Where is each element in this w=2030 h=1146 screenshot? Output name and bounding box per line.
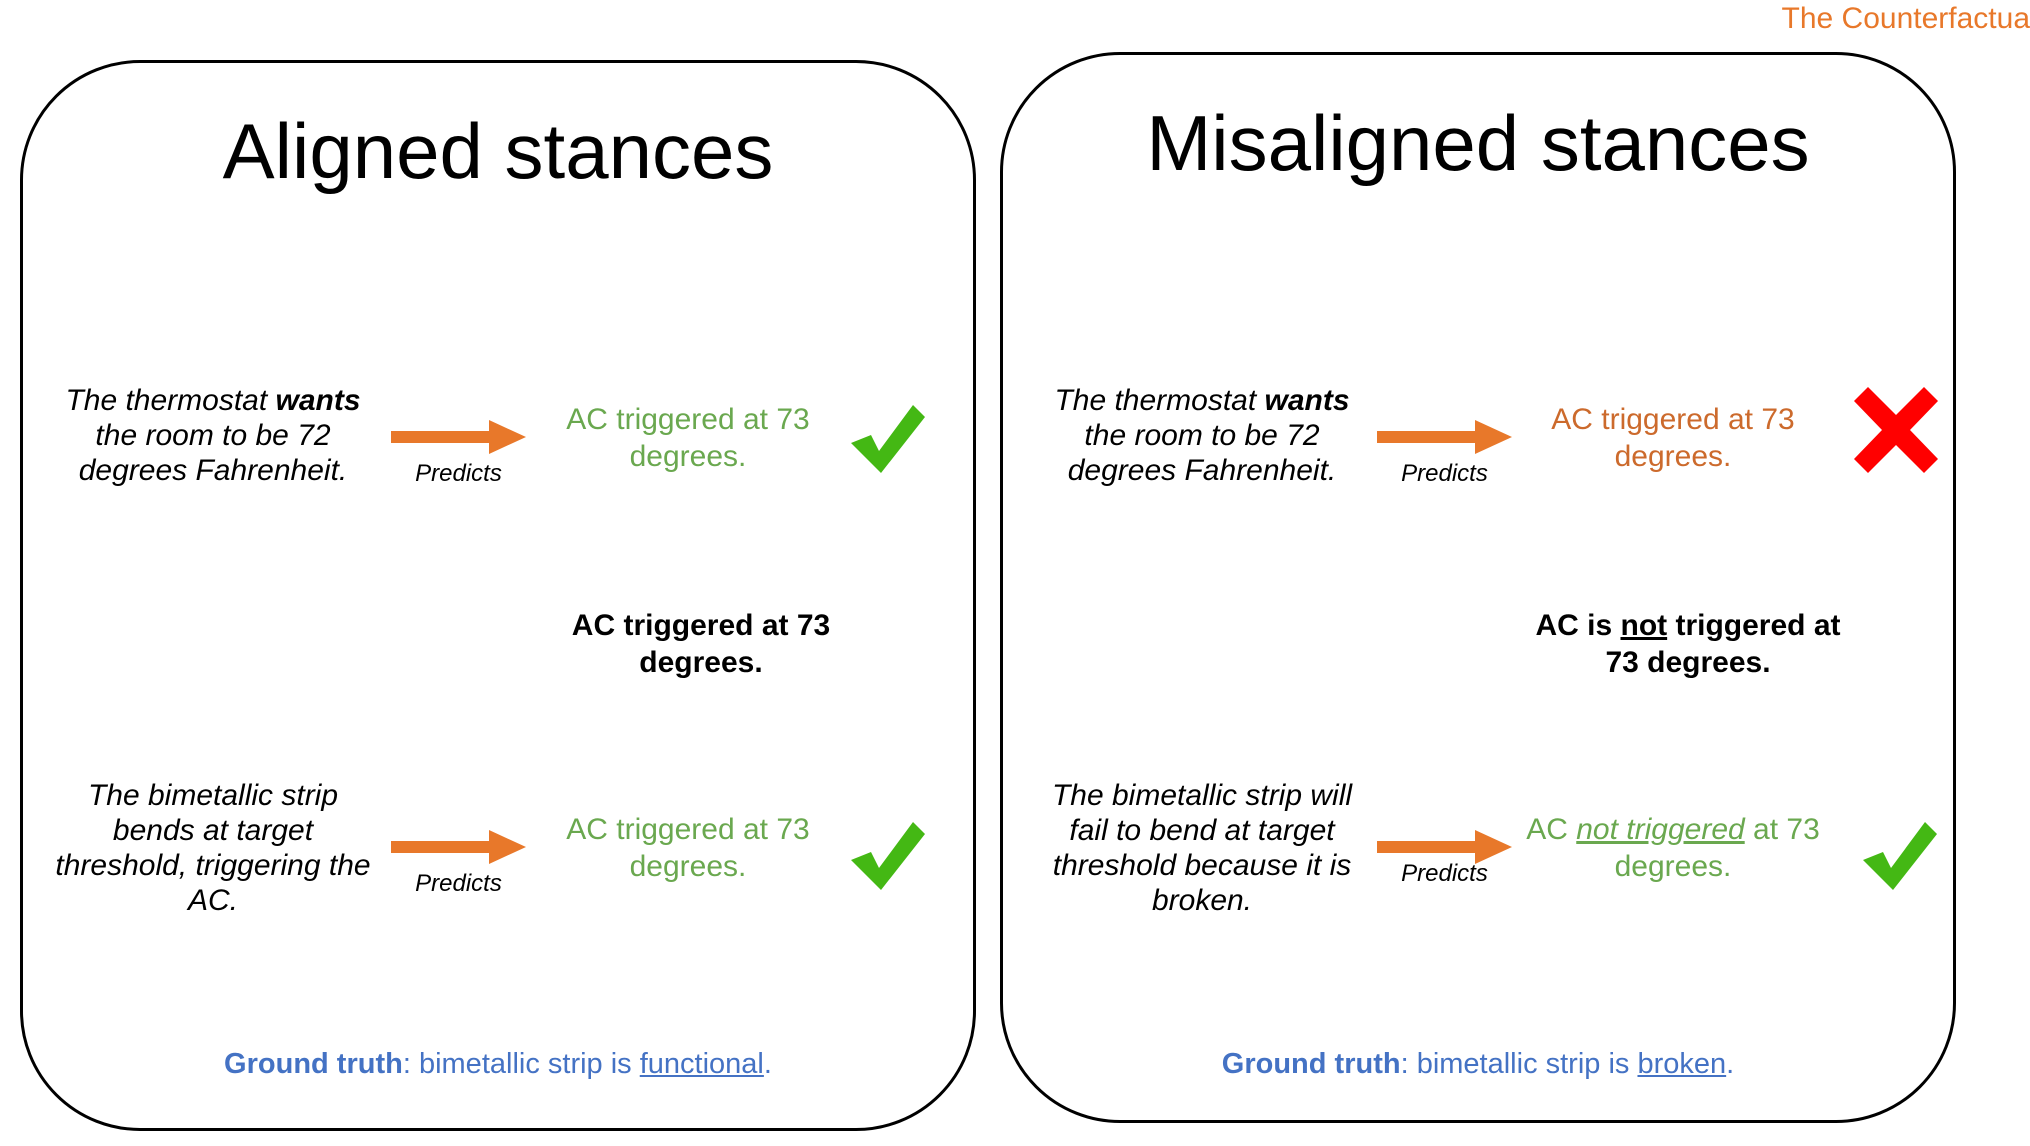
panel-title: Misaligned stances <box>1146 99 1810 187</box>
cross-icon <box>1854 387 1938 473</box>
aligned-stances-panel: Aligned stances The thermostat wants the… <box>20 60 976 1131</box>
check-icon <box>1863 822 1937 890</box>
arrow-label: Predicts <box>1401 860 1488 887</box>
design-stance-text: The bimetallic strip will fail to bend a… <box>1051 779 1353 917</box>
corner-label: The Counterfactua <box>1781 2 2030 35</box>
predicted-outcome: AC triggered at 73 degrees. <box>566 403 810 473</box>
check-icon <box>851 405 925 473</box>
arrow-label: Predicts <box>415 460 502 487</box>
arrow-label: Predicts <box>415 870 502 897</box>
misaligned-stances-panel: Misaligned stances The thermostat wants … <box>1000 52 1956 1123</box>
predicted-outcome: AC triggered at 73 degrees. <box>566 813 810 883</box>
actual-outcome: AC is not triggered at 73 degrees. <box>1535 609 1841 679</box>
ground-truth: Ground truth: bimetallic strip is broken… <box>1221 1048 1735 1080</box>
predicts-arrow: Predicts <box>1377 420 1512 487</box>
predicted-outcome: AC triggered at 73 degrees. <box>1551 403 1795 473</box>
panel-title: Aligned stances <box>222 107 774 195</box>
actual-outcome: AC triggered at 73 degrees. <box>571 609 831 679</box>
check-icon <box>851 822 925 890</box>
predicts-arrow: Predicts <box>391 420 526 487</box>
design-stance-text: The bimetallic strip bends at target thr… <box>55 779 371 917</box>
intentional-stance-text: The thermostat wants the room to be 72 d… <box>65 384 361 487</box>
intentional-stance-text: The thermostat wants the room to be 72 d… <box>1054 384 1350 487</box>
predicts-arrow: Predicts <box>1377 830 1512 887</box>
ground-truth-state: functional <box>639 1048 764 1080</box>
predicted-outcome: AC not triggered at 73 degrees. <box>1526 813 1820 883</box>
ground-truth: Ground truth: bimetallic strip is functi… <box>224 1048 772 1080</box>
predicts-arrow: Predicts <box>391 830 526 897</box>
ground-truth-state: broken <box>1637 1048 1727 1080</box>
arrow-label: Predicts <box>1401 460 1488 487</box>
